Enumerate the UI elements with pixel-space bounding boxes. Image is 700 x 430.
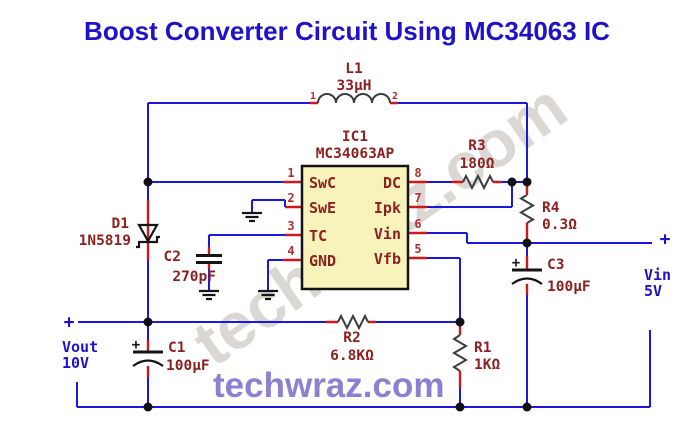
vin-voltage: 5V [644,282,662,300]
r1-zigzag-symbol [452,334,468,372]
resistor-r1: R1 1KΩ [452,334,500,373]
ic1-pin-number-8: 8 [414,166,421,180]
ic1-pin-number-4: 4 [287,244,294,258]
d1-refdes: D1 [112,216,130,232]
ic1-pin-number-7: 7 [414,191,421,205]
resistor-r2: R2 6.8KΩ [330,313,374,364]
ground-symbols [199,211,278,301]
c1-polarity-plus: + [132,337,140,353]
c1-value: 100µF [166,358,210,374]
ground-icon [258,289,278,301]
inductor-l1: 1 2 L1 33µH [310,61,398,104]
vout-plus-sign: + [64,312,75,333]
ic1-pin-name-vfb: Vfb [374,250,401,268]
c3-polarity-plus: + [512,255,520,271]
r1-refdes: R1 [474,340,492,356]
c2-value: 270pF [172,269,216,285]
diode-schottky-cathode [136,235,160,249]
capacitor-c2: C2 270pF [164,249,222,285]
c3-refdes: C3 [547,257,564,273]
c1-refdes: C1 [168,340,186,356]
vin-label: Vin [644,266,671,284]
r2-refdes: R2 [343,330,360,346]
terminal-vout: + Vout 10V [62,312,98,372]
r2-zigzag-symbol [337,313,369,331]
resistor-r4: R4 0.3Ω [519,194,577,233]
r4-zigzag-symbol [519,194,535,224]
l1-pin-2: 2 [392,91,398,102]
capacitor-c1: + C1 100µF [132,337,210,374]
ic1-pin-number-2: 2 [287,191,294,205]
c1-bottom-plate [132,359,164,367]
ic1-pin-number-6: 6 [414,217,421,231]
ic1-part-number: MC34063AP [316,146,395,162]
ic1-pin-name-dc: DC [383,174,401,192]
ic1-pin-name-gnd: GND [309,252,336,270]
ic1-pin-number-3: 3 [287,219,294,233]
r3-refdes: R3 [468,138,485,154]
d1-value: 1N5819 [79,233,131,249]
r3-value: 180Ω [460,156,495,172]
ic1-mc34063: IC1 MC34063AP SwC SwE TC GND DC Ipk Vin … [287,129,422,291]
ic1-pin-name-ipk: Ipk [374,199,401,217]
c2-plates-symbol [196,254,222,264]
vin-plus-sign: + [660,229,671,250]
r1-value: 1KΩ [474,357,500,373]
diode-d1: D1 1N5819 [79,216,160,249]
l1-refdes: L1 [345,61,363,77]
resistor-r3: R3 180Ω [460,138,495,191]
r3-zigzag-symbol [462,173,494,191]
ground-icon [242,211,262,223]
r4-refdes: R4 [542,200,560,216]
diode-triangle-symbol [137,223,159,244]
junction-dots [143,177,532,412]
capacitor-c3: + C3 100µF [511,255,591,295]
ic1-pin-name-vin: Vin [374,225,401,243]
inductor-coil-symbol [317,93,391,104]
ic1-pin-name-tc: TC [309,227,327,245]
r4-value: 0.3Ω [542,217,577,233]
l1-value: 33µH [337,78,372,94]
watermark-bottom: techwraz.com [213,366,444,405]
c3-bottom-plate [511,277,543,285]
ic1-body [300,164,410,291]
page-title: Boost Converter Circuit Using MC34063 IC [84,16,610,46]
c2-refdes: C2 [164,249,181,265]
c3-value: 100µF [547,279,591,295]
vout-label: Vout [62,338,98,356]
r2-value: 6.8KΩ [330,348,374,364]
ic1-pin-number-1: 1 [287,166,294,180]
vout-voltage: 10V [62,354,89,372]
l1-pin-1: 1 [310,91,316,102]
terminal-vin: + Vin 5V [644,229,671,300]
component-leads [146,101,529,388]
ic1-pin-name-swc: SwC [309,174,336,192]
ground-icon [199,289,219,301]
wire-net [76,102,652,408]
ic1-pin-name-swe: SwE [309,199,336,217]
ic1-refdes: IC1 [342,129,368,145]
ic1-pin-number-5: 5 [414,242,421,256]
